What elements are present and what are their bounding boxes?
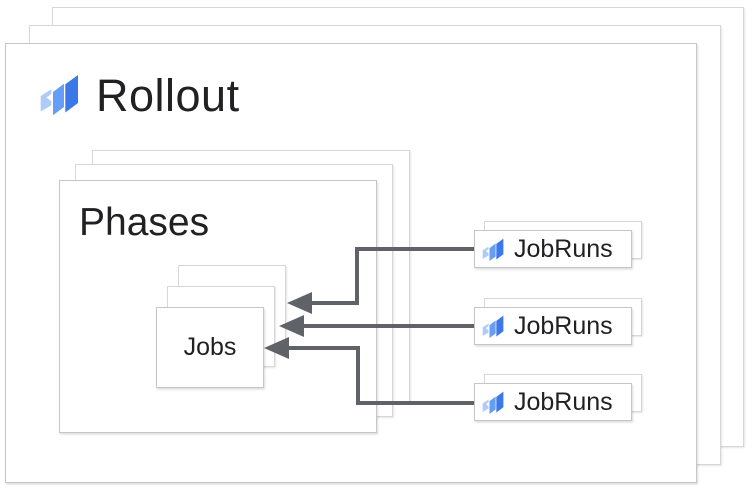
jobruns-icon-medium-shape	[489, 396, 496, 414]
rollout-icon	[40, 75, 78, 116]
rollout-icon-light-shape	[40, 89, 52, 112]
jobruns-icon-dark-shape	[496, 238, 504, 259]
jobs-card-front: Jobs	[156, 307, 264, 388]
jobruns-icon-light-shape	[482, 246, 489, 259]
rollout-icon-dark-shape	[65, 75, 78, 113]
jobruns-icon-medium-shape	[489, 243, 496, 261]
jobruns-icon	[482, 391, 504, 414]
jobruns-card-2: JobRuns	[474, 307, 632, 345]
jobruns-card-1: JobRuns	[474, 230, 632, 268]
phases-label: Phases	[79, 201, 210, 244]
jobruns-card-3: JobRuns	[474, 383, 632, 421]
rollout-title: Rollout	[96, 70, 240, 121]
rollout-icon-medium-shape	[53, 83, 64, 116]
jobruns-label: JobRuns	[514, 234, 613, 263]
jobruns-icon-light-shape	[482, 323, 489, 336]
jobruns-icon-light-shape	[482, 399, 489, 412]
jobruns-icon-dark-shape	[496, 391, 504, 412]
jobruns-label: JobRuns	[514, 387, 613, 416]
jobruns-label: JobRuns	[514, 311, 613, 340]
jobruns-icon-dark-shape	[496, 315, 504, 336]
jobruns-icon	[482, 315, 504, 338]
jobs-label: Jobs	[183, 333, 237, 361]
jobruns-icon	[482, 238, 504, 261]
jobruns-icon-medium-shape	[489, 320, 496, 338]
